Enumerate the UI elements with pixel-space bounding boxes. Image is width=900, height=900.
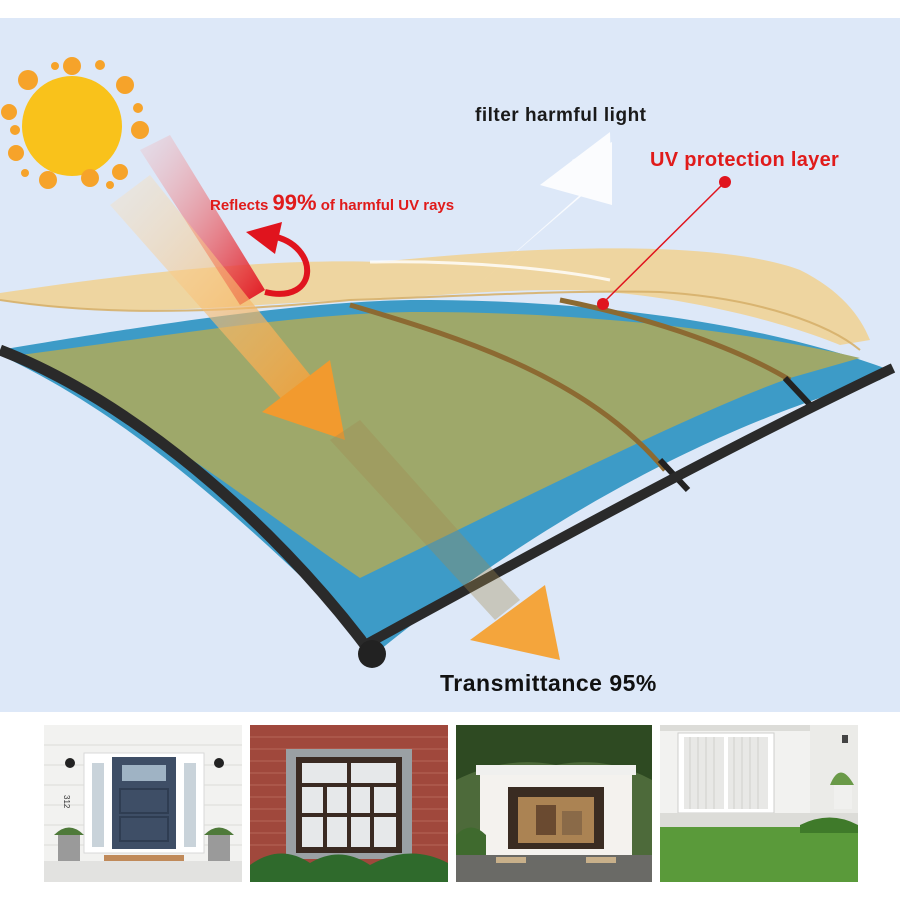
thumbnail-lawn-window <box>660 725 858 882</box>
reflects-suffix: of harmful UV rays <box>320 197 455 214</box>
thumbnail-garage-patio <box>456 725 652 882</box>
reflects-prefix: Reflects <box>210 197 269 214</box>
thumbnail-front-door: 312 <box>44 725 242 882</box>
awning-diagram <box>0 18 900 712</box>
sun-icon <box>1 57 149 189</box>
transmitted-light-beam <box>110 175 560 660</box>
house-number: 312 <box>62 795 71 809</box>
reflects-uv-label: Reflects 99% of harmful UV rays <box>210 190 454 216</box>
reflects-value: 99% <box>272 190 317 215</box>
uv-layer-pointer <box>597 176 731 310</box>
reflected-uv-beam <box>140 135 311 305</box>
filter-light-label: filter harmful light <box>475 105 647 126</box>
awning-panel <box>0 297 896 668</box>
thumbnail-brick-window <box>250 725 448 882</box>
uv-layer-label: UV protection layer <box>650 149 840 171</box>
transmittance-label: Transmittance 95% <box>440 670 657 696</box>
